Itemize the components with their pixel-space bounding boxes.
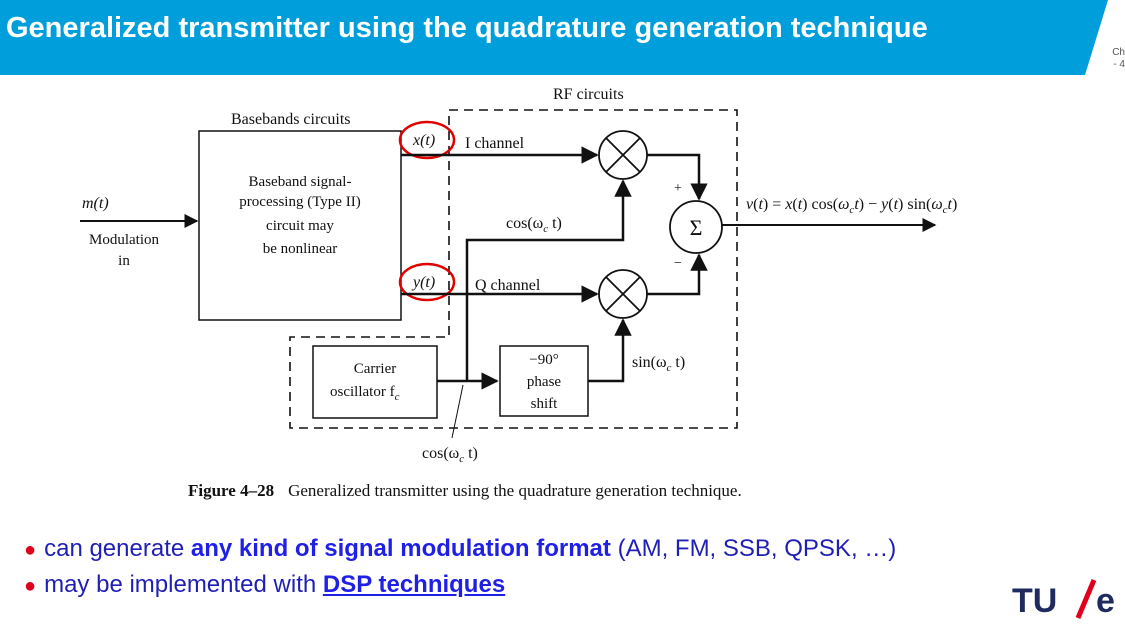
minus-sign: −: [674, 256, 682, 271]
dsp-techniques-link[interactable]: DSP techniques: [322, 571, 506, 598]
phase-shift-to-q-mixer: [588, 318, 632, 383]
chapter-label: Ch: [1112, 47, 1125, 58]
output-equation: v(t) = x(t) cos(ωct) − y(t) sin(ωct): [746, 196, 957, 216]
sin-label: sin(ωc t): [632, 354, 685, 374]
dsp-block-line-2: processing (Type II): [239, 194, 360, 210]
transmitter-block-diagram: RF circuits Basebands circuits Baseband …: [80, 86, 957, 500]
title-bar: Generalized transmitter using the quadra…: [0, 0, 1125, 78]
y-signal-label: y(t): [411, 274, 435, 291]
bullet-item: ●may be implemented with DSP techniques: [24, 571, 506, 598]
dsp-block-line-4: be nonlinear: [263, 241, 338, 257]
title-bar-shape: [0, 0, 1108, 75]
carrier-to-i-mixer: [465, 179, 632, 381]
phase-shift-degrees: −90°: [529, 352, 558, 368]
shift-label: shift: [531, 396, 559, 412]
i-mixer: [598, 130, 648, 180]
page-label: - 4: [1113, 59, 1125, 70]
highlight-text: any kind of signal modulation format: [190, 535, 611, 562]
baseband-circuits-label: Basebands circuits: [231, 111, 351, 128]
tue-logo: TU e: [1012, 579, 1115, 620]
bullet-item: ●can generate any kind of signal modulat…: [24, 535, 897, 562]
bullet-list: ●can generate any kind of signal modulat…: [24, 531, 896, 603]
x-signal-label: x(t): [412, 132, 435, 149]
logo-slash-icon: [1075, 579, 1097, 619]
q-mixer: [598, 269, 648, 319]
dsp-block-line-1: Baseband signal-: [249, 174, 352, 190]
x-marker-circle: [398, 120, 456, 160]
summing-junction: [669, 200, 723, 254]
carrier-label: Carrier: [354, 361, 396, 377]
rf-circuits-label: RF circuits: [553, 86, 624, 103]
i-channel-label: I channel: [465, 135, 525, 152]
modulation-in-label: in: [118, 253, 130, 269]
dsp-block-line-3: circuit may: [266, 218, 334, 234]
phase-label: phase: [527, 374, 561, 390]
slide-title: Generalized transmitter using the quadra…: [6, 12, 928, 44]
chapter-page-label: Ch - 4: [1108, 47, 1125, 71]
q-channel-label: Q channel: [475, 277, 541, 294]
rf-region-border: [289, 109, 738, 429]
i-mixer-to-sum: [647, 153, 708, 201]
svg-text:e: e: [1096, 582, 1115, 620]
baseband-dsp-block: [198, 130, 402, 321]
q-mixer-to-sum: [647, 253, 708, 296]
cos-label-upper: cos(ωc t): [506, 215, 562, 235]
cos-label-lower: cos(ωc t): [422, 445, 478, 465]
bullet-dot-icon: ●: [24, 539, 37, 561]
input-signal-label: m(t): [82, 195, 109, 212]
oscillator-label: oscillator fc: [330, 384, 400, 403]
carrier-oscillator-block: [312, 345, 438, 419]
bullet-dot-icon: ●: [24, 575, 37, 597]
sum-symbol: Σ: [690, 215, 703, 240]
plus-sign: +: [674, 181, 682, 196]
y-marker-circle: [398, 262, 456, 302]
svg-text:TU: TU: [1012, 582, 1057, 620]
cos-pointer-line: [451, 384, 464, 439]
modulation-label: Modulation: [89, 232, 159, 248]
